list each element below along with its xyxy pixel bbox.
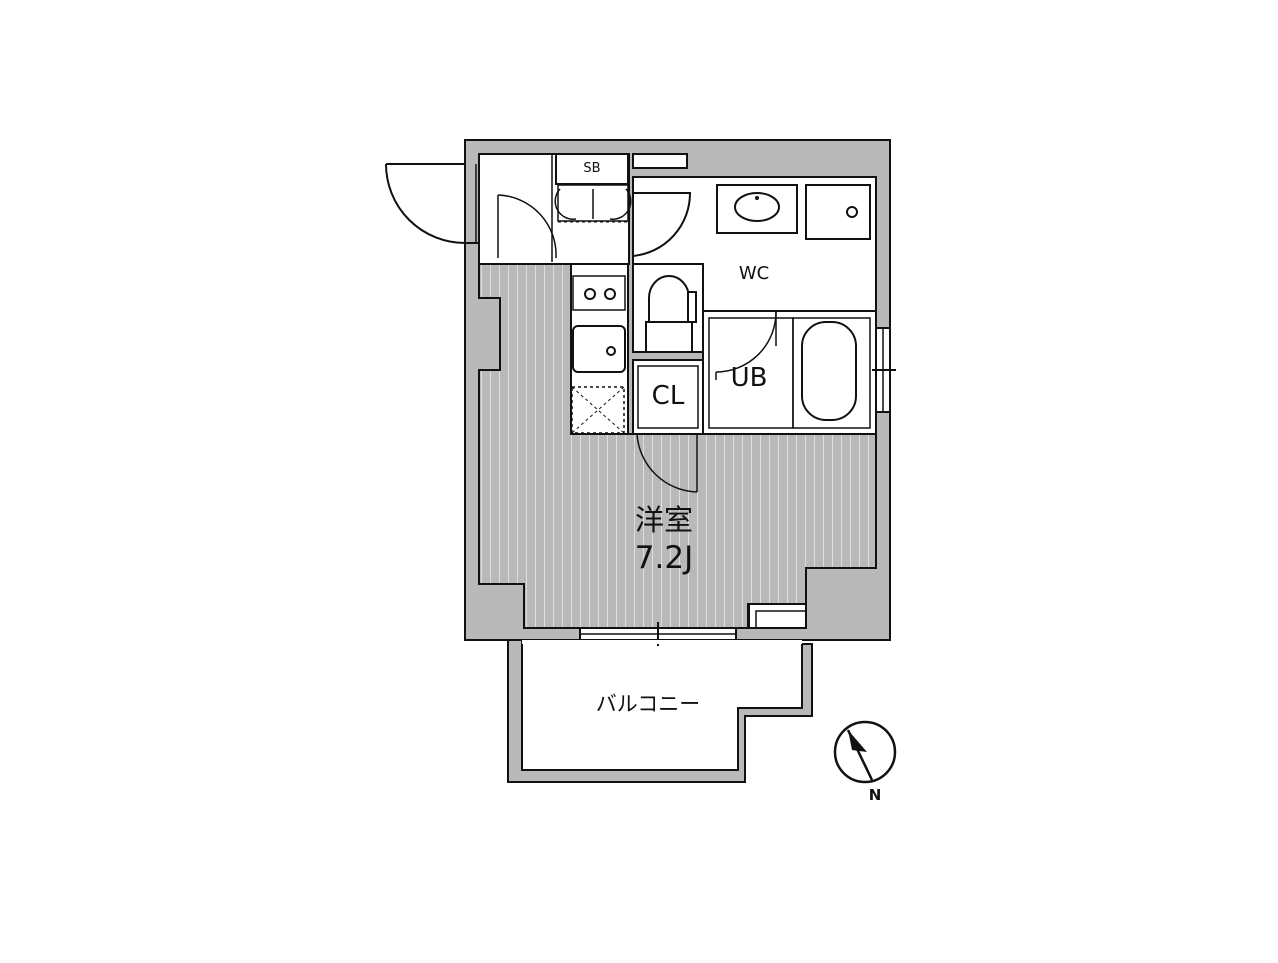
western-room-label: 洋室 [635, 503, 693, 537]
wc-label: WC [739, 263, 769, 284]
north-compass-icon: N [833, 720, 897, 804]
bath-label: UB [731, 363, 768, 393]
balcony-label: バルコニー [596, 692, 701, 716]
shoe-box-label: SB [583, 161, 600, 176]
entrance: SB [385, 153, 632, 262]
balcony-window [579, 622, 737, 646]
closet-area: CL [636, 381, 698, 493]
north-label: N [869, 786, 882, 804]
wc-area: WC [632, 184, 871, 353]
room-size-label: 7.2J [635, 540, 693, 576]
closet-label: CL [652, 381, 685, 411]
balcony: バルコニー [507, 639, 813, 783]
kitchen [570, 263, 629, 435]
bath-area: UB [715, 310, 896, 421]
western-room: 洋室 7.2J [635, 503, 693, 576]
